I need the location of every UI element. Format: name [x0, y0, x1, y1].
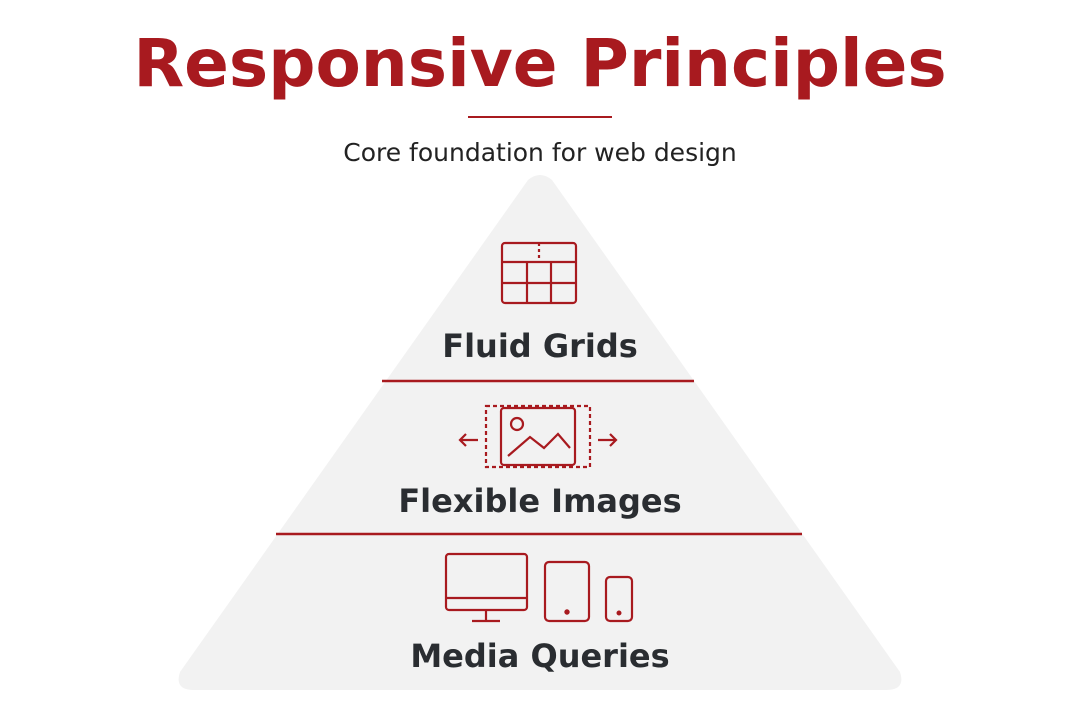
tablet-icon — [543, 560, 591, 623]
title-divider — [468, 116, 612, 118]
grid-layout-icon — [500, 241, 578, 305]
tier-label-fluid-grids: Fluid Grids — [442, 327, 638, 365]
resizable-image-icon — [458, 404, 618, 469]
tier-label-media-queries: Media Queries — [410, 637, 669, 675]
pyramid-shape — [178, 175, 902, 690]
tier-label-flexible-images: Flexible Images — [398, 482, 681, 520]
page-title: Responsive Principles — [133, 25, 947, 102]
devices-icon — [444, 552, 634, 623]
phone-icon — [604, 575, 634, 623]
desktop-icon — [444, 552, 529, 623]
page-subtitle: Core foundation for web design — [343, 138, 737, 167]
